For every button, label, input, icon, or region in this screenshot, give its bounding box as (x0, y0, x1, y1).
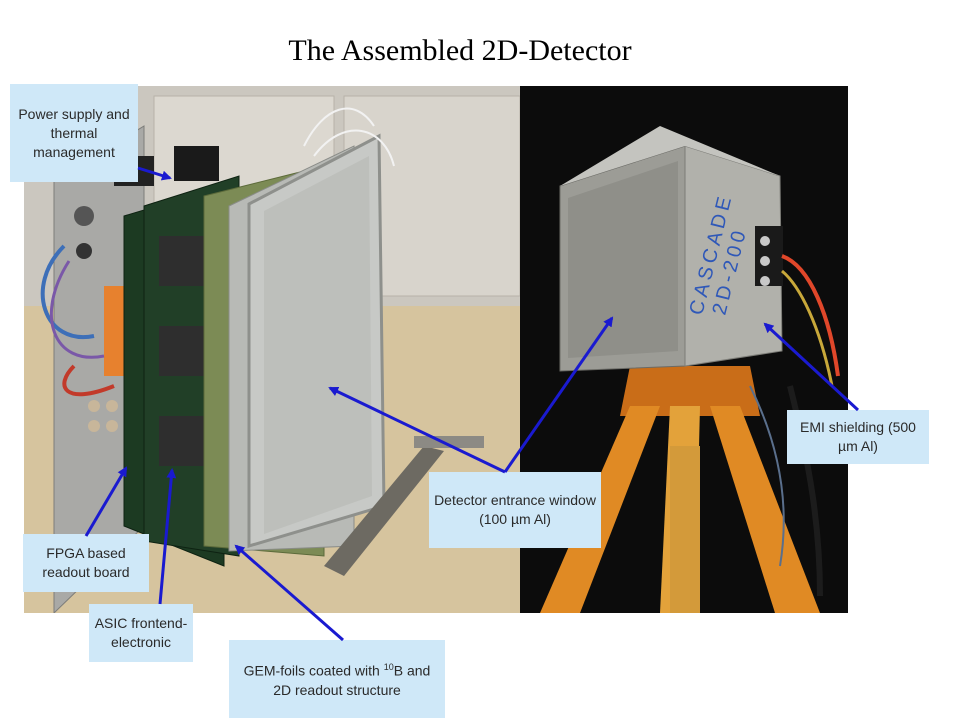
gem-text-suffix: B and 2D readout structure (273, 662, 431, 698)
slide-title: The Assembled 2D-Detector (288, 34, 632, 67)
callout-fpga-readout-text: FPGA based readout board (42, 545, 130, 580)
callout-power-supply-text: Power supply and thermal management (18, 105, 130, 160)
callout-entrance-window: Detector entrance window (100 µm Al) (429, 472, 601, 548)
callout-fpga-readout: FPGA based readout board (23, 534, 149, 592)
gem-text-superscript: 10 (383, 662, 394, 673)
callout-asic-text: ASIC frontend-electronic (94, 615, 188, 650)
callout-gem-foils: GEM-foils coated with 10B and 2D readout… (229, 640, 445, 718)
cascade-detector-drawing: CASCADE 2D-200 (520, 86, 848, 613)
cascade-detector-photo: CASCADE 2D-200 (520, 86, 848, 613)
gem-text-prefix: GEM-foils coated with (243, 662, 384, 679)
callout-entrance-window-text: Detector entrance window (100 µm Al) (434, 492, 596, 527)
callout-power-supply: Power supply and thermal management (10, 84, 138, 182)
callout-emi-shielding-text: EMI shielding (500 µm Al) (800, 419, 916, 454)
callout-asic: ASIC frontend-electronic (89, 604, 193, 662)
callout-gem-foils-text: GEM-foils coated with 10B and 2D readout… (233, 658, 441, 700)
callout-emi-shielding: EMI shielding (500 µm Al) (787, 410, 929, 464)
